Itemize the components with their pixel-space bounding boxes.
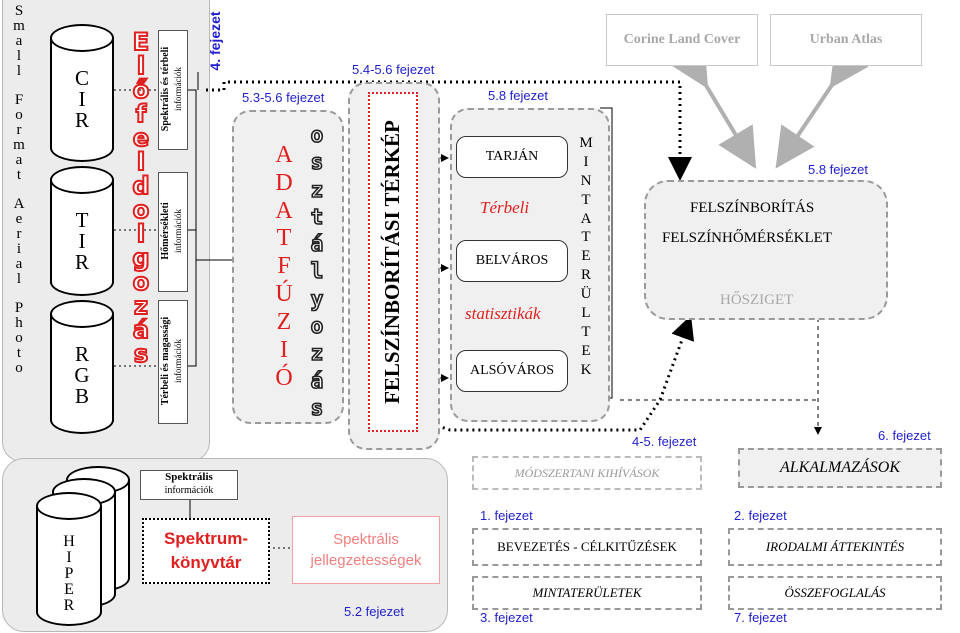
rgb-letter: R [74, 342, 89, 366]
hiper-letter: I [66, 549, 72, 566]
cir-cylinder: C I R [50, 24, 114, 162]
terbeli-label: Térbeli [480, 198, 530, 217]
spektrumkonyvtar-box: Spektrum- könyvtár [142, 518, 270, 584]
rgb-cylinder: R G B [50, 300, 114, 434]
district-belvaros: BELVÁROS [456, 240, 568, 282]
chapter-5-8-label: 5.8 fejezet [488, 88, 548, 103]
hiper-letter: H [63, 533, 75, 550]
statisztikak-label: statisztikák [465, 304, 541, 323]
chapter-4-label: 4. fejezet [207, 11, 223, 71]
hiper-letter: R [63, 597, 75, 614]
felszinboritasi-terkep-text: FELSZÍNBORÍTÁSI TÉRKÉP [380, 120, 404, 404]
surface-panel [644, 180, 888, 320]
chapter-5-3-5-6-label: 5.3-5.6 fejezet [242, 90, 325, 105]
district-tarjan: TARJÁN [456, 136, 568, 178]
chapter-7-label: 7. fejezet [734, 610, 787, 625]
cir-letter: R [74, 108, 89, 132]
bevezetes-box: BEVEZETÉS - CÉLKITŰZÉSEK [472, 528, 702, 566]
tir-cylinder: T I R [50, 166, 114, 296]
rgb-letter: B [74, 384, 89, 408]
chapter-6-label: 6. fejezet [878, 428, 931, 443]
chapter-4-5-label: 4-5. fejezet [632, 434, 697, 449]
adatfuzio-panel [232, 110, 344, 424]
cir-letter: I [78, 87, 86, 111]
hosziget-text: HŐSZIGET [720, 292, 794, 308]
chapter-5-8-surface-label: 5.8 fejezet [808, 162, 868, 177]
felszinboritasi-terkep-box: FELSZÍNBORÍTÁSI TÉRKÉP [368, 92, 418, 432]
hiper-letter: E [64, 581, 74, 598]
spektralis-informaciok-box: Spektrális információk [140, 470, 238, 500]
chapter-3-label: 3. fejezet [480, 610, 533, 625]
tir-letter: I [78, 229, 86, 253]
felszinhomerseklet-text: FELSZÍNHŐMÉRSÉKLET [662, 230, 832, 246]
hiper-cylinder: H I P E R [36, 492, 102, 626]
district-alsovaros: ALSÓVÁROS [456, 350, 568, 392]
chapter-5-2-label: 5.2 fejezet [344, 604, 404, 619]
osszefoglalas-box: ÖSSZEFOGLALÁS [728, 576, 942, 610]
chapter-1-label: 1. fejezet [480, 508, 533, 523]
spektralis-terbeli-info-box: Spektrális és térbeli információk [158, 30, 188, 150]
urban-atlas-doc: Urban Atlas [770, 14, 922, 66]
tir-letter: R [74, 250, 89, 274]
cir-letter: C [74, 66, 89, 90]
spektralis-jellegzetessegek-doc: Spektrális jellegzetességek [292, 516, 440, 584]
felszinboritas-text: FELSZÍNBORÍTÁS [690, 200, 815, 216]
irodalmi-attekintes-box: IRODALMI ÁTTEKINTÉS [728, 528, 942, 566]
rgb-letter: G [74, 363, 90, 387]
corine-land-cover-doc: Corine Land Cover [606, 14, 758, 66]
tir-letter: T [75, 208, 89, 232]
terbeli-magassagi-info-box: Térbeli és magassági információk [158, 300, 188, 424]
alkalmazasok-box: ALKALMAZÁSOK [738, 448, 942, 488]
chapter-2-label: 2. fejezet [734, 508, 787, 523]
mintateruletek-box: MINTATERÜLETEK [472, 576, 702, 610]
modszertani-kihivasok-box: MÓDSZERTANI KIHÍVÁSOK [472, 456, 702, 490]
homersekleti-info-box: Hőmérsékleti információk [158, 172, 188, 292]
hiper-letter: P [64, 565, 74, 582]
elofeldolgozas-label: E l ő f e l d o l g o z á s [131, 28, 150, 368]
chapter-5-4-5-6-label: 5.4-5.6 fejezet [352, 62, 435, 77]
